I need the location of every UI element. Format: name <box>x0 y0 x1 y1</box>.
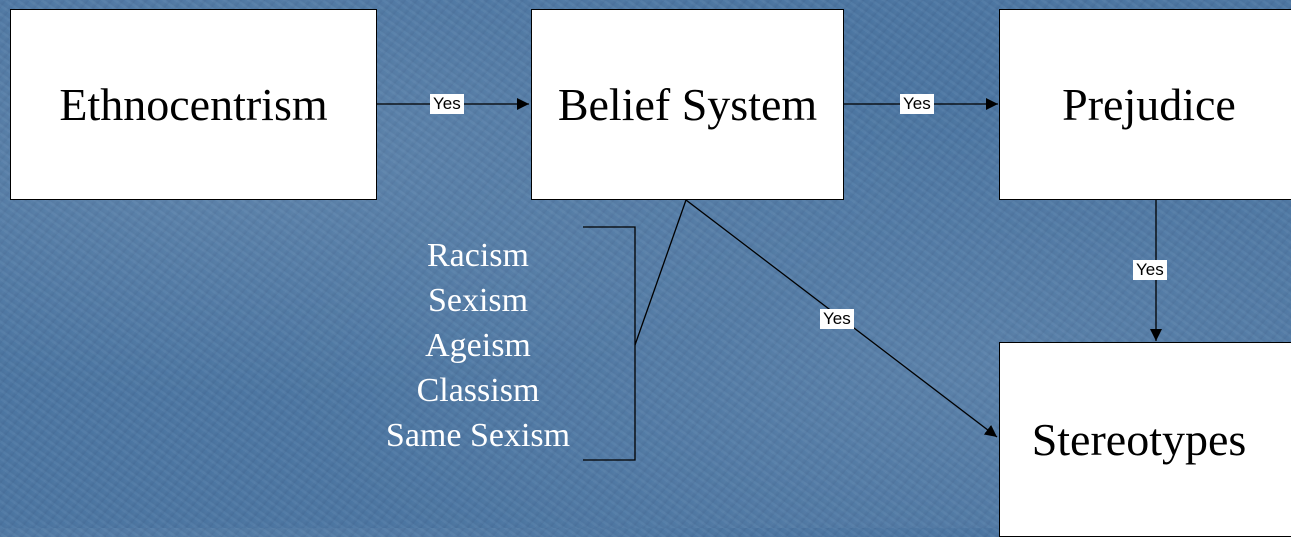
edge-label-belief-stereotypes: Yes <box>820 309 854 329</box>
ethnocentrism-label: Ethnocentrism <box>59 79 328 130</box>
belief-example-item: Same Sexism <box>385 417 571 454</box>
ethnocentrism-box: Ethnocentrism <box>10 9 377 200</box>
belief-example-item: Racism <box>427 237 529 274</box>
stereotypes-label: Stereotypes <box>1031 414 1247 465</box>
edge-label-prejudice-stereotypes: Yes <box>1133 260 1167 280</box>
belief-example-item: Ageism <box>425 327 531 364</box>
belief-examples-list: Racism Sexism Ageism Classism Same Sexis… <box>362 233 594 458</box>
belief-example-item: Classism <box>416 372 540 409</box>
edge-label-belief-prejudice: Yes <box>900 94 934 114</box>
examples-bracket <box>583 226 636 461</box>
prejudice-box: Prejudice <box>999 9 1291 200</box>
edge-label-ethnocentrism-belief: Yes <box>430 94 464 114</box>
stereotypes-box: Stereotypes <box>999 342 1291 537</box>
belief-system-label: Belief System <box>557 79 818 130</box>
prejudice-label: Prejudice <box>1062 79 1236 130</box>
belief-example-item: Sexism <box>427 282 529 319</box>
belief-system-box: Belief System <box>531 9 844 200</box>
belief-system-to-bracket-line <box>634 199 687 346</box>
